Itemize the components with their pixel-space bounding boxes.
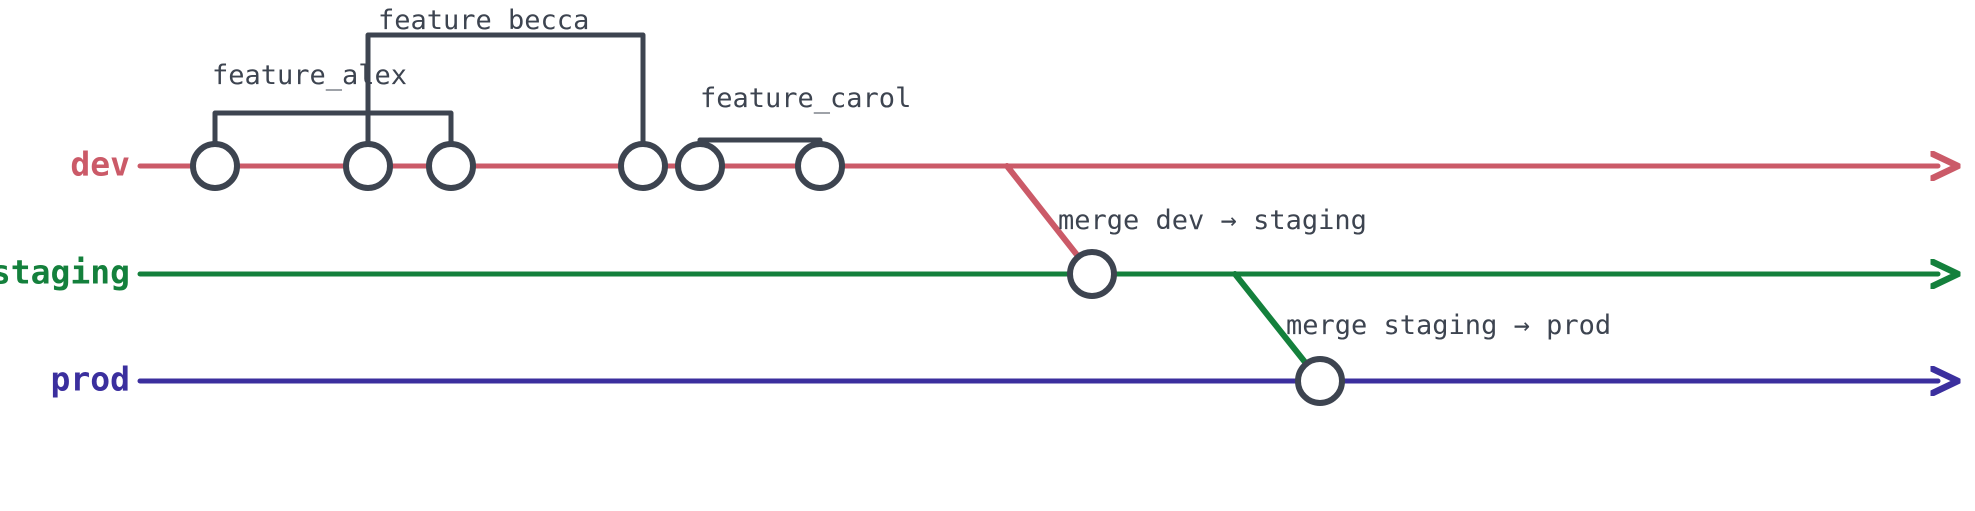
commit-node[interactable] (426, 141, 476, 191)
merge-label-staging-prod: merge staging → prod (1286, 310, 1611, 341)
commit-node[interactable] (190, 141, 240, 191)
commit-nodes-prod (1295, 356, 1345, 406)
merge-label-dev-staging: merge dev → staging (1058, 205, 1367, 236)
feature-label-feature_alex: feature_alex (212, 60, 407, 91)
branch-label-prod: prod (51, 360, 130, 399)
commit-node[interactable] (343, 141, 393, 191)
branch-staging[interactable]: staging (0, 253, 1938, 292)
commit-node[interactable] (795, 141, 845, 191)
feature-label-feature_becca: feature_becca (378, 5, 589, 36)
commit-node[interactable] (618, 141, 668, 191)
merge-commit-node[interactable] (1067, 249, 1117, 299)
branch-label-dev: dev (70, 145, 130, 184)
commit-nodes-dev (190, 141, 845, 191)
branch-label-staging: staging (0, 253, 130, 292)
feature-branch-feature_alex[interactable]: feature_alex (212, 60, 454, 163)
commit-nodes-staging (1067, 249, 1117, 299)
merge-dev-to-staging[interactable]: merge dev → staging (1004, 163, 1367, 277)
merge-commit-node[interactable] (1295, 356, 1345, 406)
feature-label-feature_carol: feature_carol (700, 83, 911, 114)
feature-bracket-path (212, 110, 454, 163)
commit-node[interactable] (675, 141, 725, 191)
feature-branch-feature_becca[interactable]: feature_becca (365, 5, 646, 163)
branch-prod[interactable]: prod (51, 360, 1938, 399)
merge-staging-to-prod[interactable]: merge staging → prod (1232, 271, 1611, 384)
feature-bracket-path (365, 32, 646, 163)
